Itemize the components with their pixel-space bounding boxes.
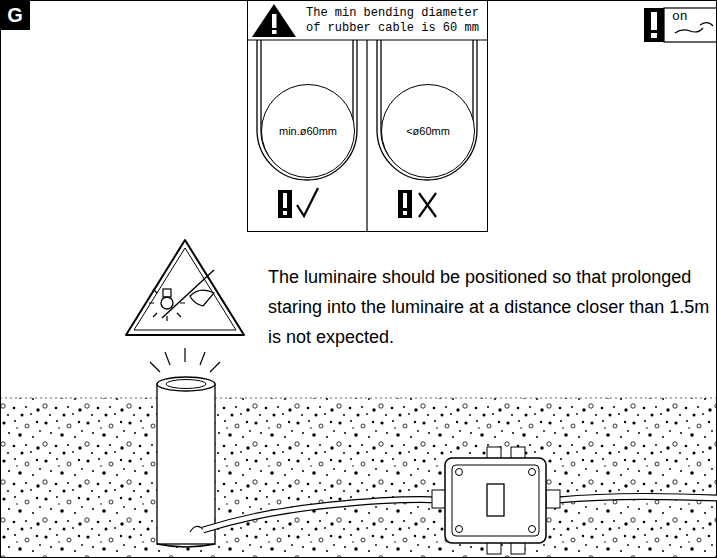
warning-note: The luminaire should be positioned so th… <box>268 262 711 352</box>
bend-circle: min.ø60mm <box>261 84 355 178</box>
warning-note-holder: The luminaire should be positioned so th… <box>268 262 711 352</box>
circle-label: <ø60mm <box>406 125 450 137</box>
note-text: on <box>672 9 688 24</box>
note-panel: The min bending diameter of rubber cable… <box>247 0 488 232</box>
bend-circle: <ø60mm <box>381 84 475 178</box>
panel-heading: The min bending diameter of rubber cable… <box>306 6 483 36</box>
section-letter-holder: G <box>0 0 30 30</box>
section-letter: G <box>7 4 23 27</box>
note-text-holder: on <box>672 9 688 24</box>
circle-label: min.ø60mm <box>279 125 337 137</box>
